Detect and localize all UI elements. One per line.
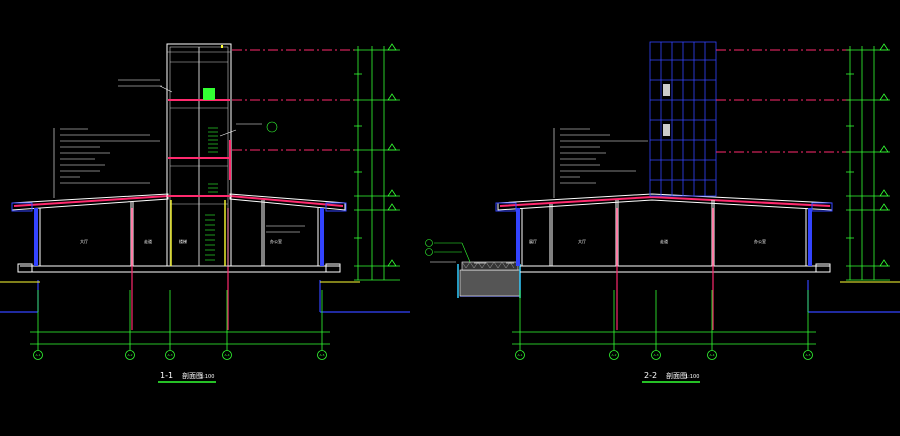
drawing-number: 2-2: [644, 371, 657, 380]
interior-columns: [549, 200, 715, 266]
ground-lines: [0, 280, 410, 313]
entrance-step: [457, 261, 521, 298]
room-label: 大厅: [578, 238, 586, 244]
section-1-1: A-1 A-2 A-3 A-4 A-5 大厅 走道 楼梯 办公室: [0, 43, 410, 383]
axis-labels: A-1 A-2 A-3 A-4 A-5: [36, 353, 325, 357]
annotation-notes: [474, 128, 648, 264]
axis-label: A-1: [36, 353, 41, 357]
floor-slab: [520, 263, 831, 273]
axis-bubble: [33, 350, 43, 360]
room-label: 展厅: [529, 238, 537, 244]
axis-label: A-3: [168, 353, 173, 357]
drawing-title-1-1: 1-1 剖面图 1:100: [158, 371, 216, 383]
ground-lines: [460, 280, 900, 313]
axis-bubble: [515, 350, 525, 360]
room-labels: 大厅 走道 楼梯 办公室: [80, 238, 282, 244]
axis-bubbles: [33, 350, 327, 360]
axis-bubble: [165, 350, 175, 360]
section-cut-lines: [131, 208, 229, 330]
section-2-2: A-1 A-2 A-3 A-4 A-5 展厅 大厅 走道 办公室: [425, 41, 900, 383]
room-label: 大厅: [80, 238, 88, 244]
leader-lines: [53, 85, 278, 198]
room-label: 办公室: [270, 238, 282, 244]
vertical-dimensions: [354, 43, 400, 281]
axis-bubble: [609, 350, 619, 360]
axis-label: A-4: [710, 353, 715, 357]
horizontal-dimensions: [30, 290, 330, 350]
axis-label: A-1: [518, 353, 523, 357]
room-label: 楼梯: [179, 238, 187, 244]
drawing-scale: 1:100: [685, 374, 699, 380]
axis-bubble: [651, 350, 661, 360]
level-lines: [716, 49, 850, 153]
axis-bubble: [317, 350, 327, 360]
room-labels: 展厅 大厅 走道 办公室: [529, 238, 766, 244]
axis-label: A-4: [225, 353, 230, 357]
section-cut-lines: [616, 208, 714, 330]
axis-bubble: [707, 350, 717, 360]
drawing-title: 剖面图: [182, 371, 203, 380]
exterior-walls: [516, 208, 812, 266]
vent-panels: [663, 84, 670, 136]
roof-slab: [11, 193, 347, 212]
floor-slab: [17, 263, 341, 273]
axis-label: A-5: [806, 353, 811, 357]
exterior-walls: [34, 208, 324, 266]
annotation-notes: [60, 79, 305, 233]
axis-bubble: [125, 350, 135, 360]
drawing-title-2-2: 2-2 剖面图 1:100: [642, 371, 700, 383]
stair-tower: [166, 43, 232, 267]
axis-bubble: [222, 350, 232, 360]
axis-bubble: [803, 350, 813, 360]
axis-label: A-3: [654, 353, 659, 357]
axis-labels: A-1 A-2 A-3 A-4 A-5: [518, 353, 811, 357]
drawing-number: 1-1: [160, 371, 173, 380]
level-lines: [232, 49, 358, 151]
room-label: 走道: [144, 238, 152, 244]
axis-bubbles: [515, 350, 813, 360]
drawing-scale: 1:100: [200, 374, 214, 380]
room-label: 办公室: [754, 238, 766, 244]
roof-slab: [495, 193, 833, 212]
vertical-dimensions: [846, 43, 890, 281]
drawing-title: 剖面图: [666, 371, 687, 380]
room-label: 走道: [660, 238, 668, 244]
axis-label: A-2: [612, 353, 617, 357]
step-notes: [425, 239, 471, 263]
interior-columns: [130, 200, 265, 266]
axis-label: A-5: [320, 353, 325, 357]
axis-label: A-2: [128, 353, 133, 357]
curtain-wall-tower: [649, 41, 717, 197]
horizontal-dimensions: [512, 290, 816, 350]
